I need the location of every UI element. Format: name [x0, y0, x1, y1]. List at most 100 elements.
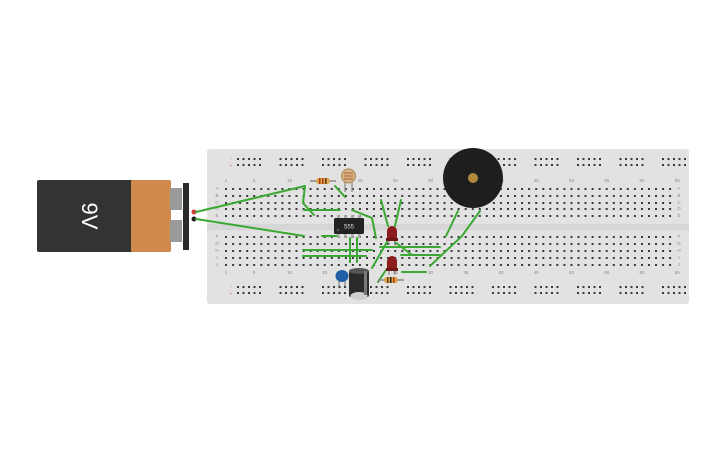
breadboard-hole[interactable]	[633, 195, 636, 197]
breadboard-hole[interactable]	[246, 243, 249, 245]
breadboard-hole[interactable]	[669, 195, 672, 197]
breadboard-hole[interactable]	[577, 286, 579, 288]
breadboard-hole[interactable]	[281, 208, 284, 210]
breadboard-hole[interactable]	[549, 236, 552, 238]
breadboard-hole[interactable]	[591, 250, 594, 252]
breadboard-hole[interactable]	[295, 208, 298, 210]
breadboard-hole[interactable]	[641, 236, 643, 238]
breadboard-hole[interactable]	[499, 202, 502, 204]
breadboard-hole[interactable]	[253, 208, 256, 210]
breadboard-hole[interactable]	[418, 164, 420, 166]
breadboard-hole[interactable]	[344, 202, 347, 204]
breadboard-hole[interactable]	[408, 195, 411, 197]
breadboard-hole[interactable]	[485, 236, 488, 238]
breadboard-hole[interactable]	[225, 195, 227, 197]
breadboard-hole[interactable]	[667, 164, 670, 166]
breadboard-hole[interactable]	[577, 243, 580, 245]
breadboard-hole[interactable]	[514, 250, 516, 252]
breadboard-hole[interactable]	[619, 215, 622, 217]
breadboard-hole[interactable]	[648, 243, 650, 245]
breadboard-hole[interactable]	[253, 202, 256, 204]
breadboard-hole[interactable]	[373, 208, 375, 210]
breadboard-hole[interactable]	[450, 215, 453, 217]
breadboard-hole[interactable]	[301, 292, 304, 294]
breadboard-hole[interactable]	[591, 236, 594, 238]
breadboard-hole[interactable]	[591, 195, 594, 197]
breadboard-hole[interactable]	[330, 188, 333, 190]
breadboard-hole[interactable]	[508, 164, 511, 166]
breadboard-hole[interactable]	[338, 286, 341, 288]
breadboard-hole[interactable]	[316, 257, 319, 259]
breadboard-hole[interactable]	[549, 250, 552, 252]
breadboard-hole[interactable]	[669, 257, 672, 259]
breadboard-hole[interactable]	[662, 164, 664, 166]
breadboard-hole[interactable]	[281, 202, 284, 204]
breadboard-hole[interactable]	[422, 202, 425, 204]
breadboard-hole[interactable]	[528, 236, 531, 238]
breadboard-hole[interactable]	[633, 188, 636, 190]
breadboard-hole[interactable]	[648, 264, 650, 266]
breadboard-hole[interactable]	[584, 215, 587, 217]
breadboard-hole[interactable]	[288, 250, 291, 252]
breadboard-hole[interactable]	[380, 243, 383, 245]
breadboard-hole[interactable]	[662, 208, 665, 210]
breadboard-hole[interactable]	[626, 236, 629, 238]
breadboard-hole[interactable]	[619, 202, 622, 204]
breadboard-hole[interactable]	[316, 236, 319, 238]
breadboard-hole[interactable]	[408, 208, 411, 210]
breadboard-hole[interactable]	[535, 202, 538, 204]
wire[interactable]	[195, 218, 305, 237]
breadboard-hole[interactable]	[667, 158, 670, 160]
breadboard-hole[interactable]	[253, 236, 256, 238]
breadboard-hole[interactable]	[507, 202, 509, 204]
breadboard-hole[interactable]	[556, 195, 559, 197]
breadboard-hole[interactable]	[577, 195, 580, 197]
breadboard-hole[interactable]	[285, 164, 287, 166]
breadboard-hole[interactable]	[436, 208, 439, 210]
breadboard-hole[interactable]	[418, 158, 420, 160]
breadboard-hole[interactable]	[309, 264, 312, 266]
breadboard-hole[interactable]	[288, 236, 291, 238]
breadboard-hole[interactable]	[415, 215, 418, 217]
breadboard-hole[interactable]	[648, 188, 650, 190]
breadboard-hole[interactable]	[337, 195, 340, 197]
breadboard-hole[interactable]	[457, 208, 460, 210]
breadboard-hole[interactable]	[507, 195, 509, 197]
breadboard-hole[interactable]	[323, 188, 326, 190]
breadboard-hole[interactable]	[457, 257, 460, 259]
battery-cap[interactable]	[131, 180, 171, 252]
breadboard-hole[interactable]	[387, 195, 390, 197]
breadboard-hole[interactable]	[239, 202, 242, 204]
breadboard-hole[interactable]	[344, 286, 346, 288]
breadboard-hole[interactable]	[333, 158, 335, 160]
breadboard-hole[interactable]	[253, 188, 256, 190]
breadboard-hole[interactable]	[351, 208, 354, 210]
breadboard-hole[interactable]	[302, 236, 305, 238]
breadboard-hole[interactable]	[239, 264, 242, 266]
breadboard-hole[interactable]	[508, 286, 511, 288]
breadboard-hole[interactable]	[673, 286, 675, 288]
breadboard-hole[interactable]	[499, 208, 502, 210]
breadboard-hole[interactable]	[415, 243, 418, 245]
breadboard-hole[interactable]	[648, 236, 650, 238]
breadboard-hole[interactable]	[246, 195, 249, 197]
breadboard-hole[interactable]	[605, 202, 608, 204]
breadboard-hole[interactable]	[584, 195, 587, 197]
breadboard-hole[interactable]	[358, 188, 361, 190]
wire[interactable]	[195, 185, 306, 213]
breadboard-hole[interactable]	[344, 208, 347, 210]
breadboard-hole[interactable]	[232, 195, 235, 197]
breadboard-hole[interactable]	[636, 164, 638, 166]
led-body[interactable]	[387, 256, 397, 270]
breadboard-holes[interactable]	[225, 158, 686, 294]
breadboard-hole[interactable]	[556, 158, 559, 160]
breadboard-hole[interactable]	[563, 202, 566, 204]
breadboard-hole[interactable]	[309, 195, 312, 197]
breadboard-hole[interactable]	[370, 286, 372, 288]
breadboard-hole[interactable]	[534, 164, 537, 166]
breadboard-hole[interactable]	[443, 188, 446, 190]
breadboard-hole[interactable]	[408, 202, 411, 204]
breadboard-hole[interactable]	[612, 188, 615, 190]
breadboard-hole[interactable]	[598, 202, 601, 204]
breadboard-hole[interactable]	[401, 250, 404, 252]
